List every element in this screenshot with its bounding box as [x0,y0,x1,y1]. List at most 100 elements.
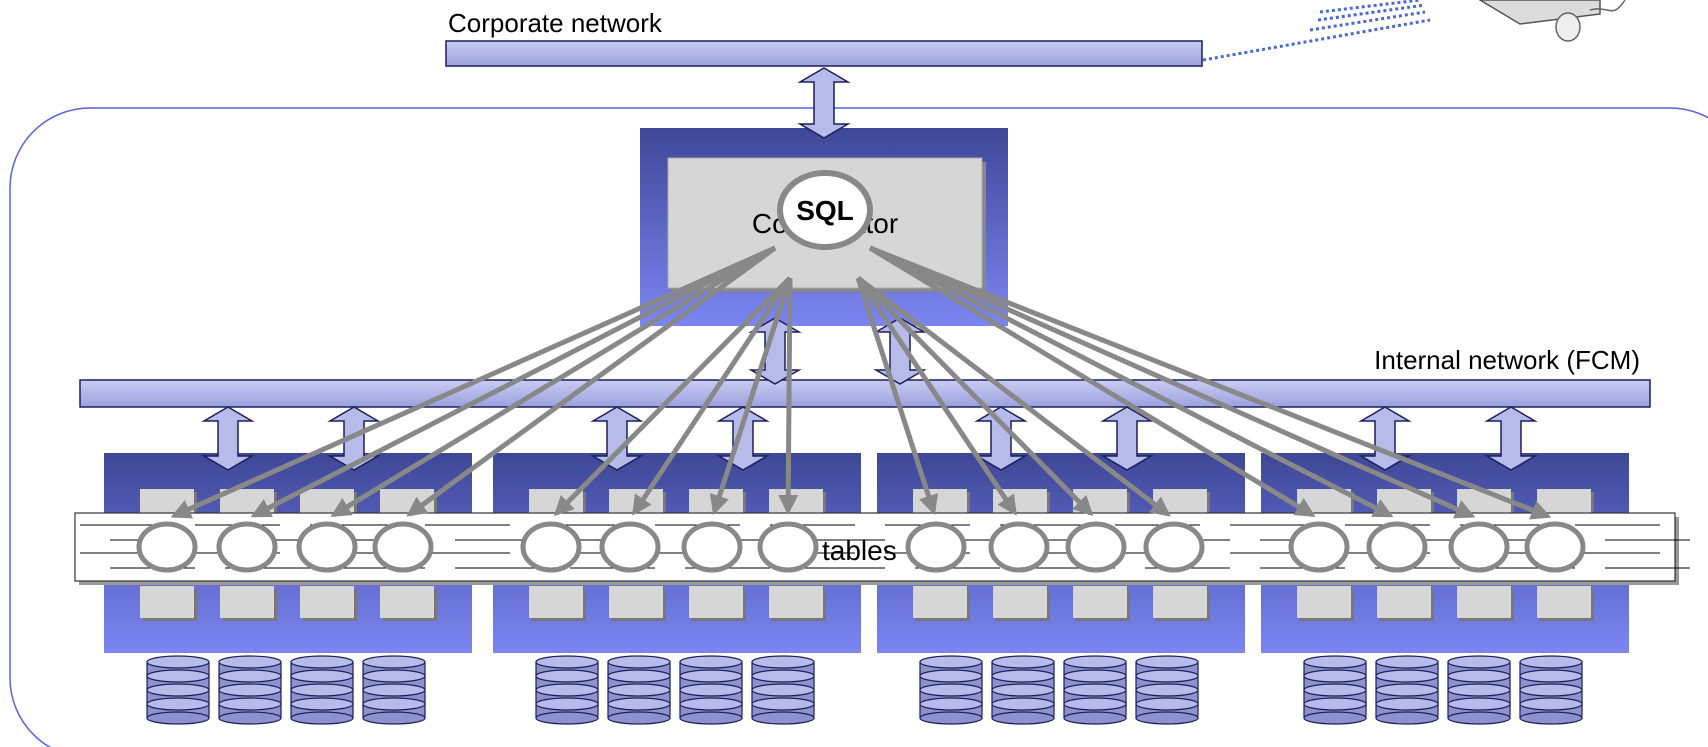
disk-platter-top [535,683,599,697]
partition-connector [1484,406,1538,471]
disk-platter-top [751,655,815,669]
sql-label: SQL [796,195,854,226]
sql-dispatch-arrow [778,277,799,516]
disk-icon [1375,655,1439,725]
client-computer-icon [1478,0,1626,42]
corporate-coordinator-connector [797,67,851,139]
disk-platter-top [535,655,599,669]
disk-icon [751,655,815,725]
cpu-lower [913,586,967,618]
disk-icon [362,655,426,725]
tables-label: tables [822,535,897,566]
sql-agent [136,521,198,573]
disk-platter-top [1303,655,1367,669]
disk-icon [991,655,1055,725]
disk-base [919,711,983,725]
corporate-network-label: Corporate network [448,8,663,38]
sql-bubble: SQL [777,170,873,250]
partition-connector [201,406,255,471]
sql-dispatch-arrow [709,277,793,516]
disk-platter-top [1063,683,1127,697]
disk-platter-top [679,669,743,683]
cpu-lower [609,586,663,618]
cpu-lower [1537,586,1591,618]
sql-dispatch-arrow [553,276,792,517]
disk-platter-top [146,655,210,669]
corporate-network-bar [445,40,1203,67]
sql-agent [1524,521,1586,573]
cpu-lower [1457,586,1511,618]
sql-agent [1448,521,1510,573]
sql-agent [1288,521,1350,573]
cpu-lower [689,586,743,618]
cpu-lower [140,586,194,618]
disk-platter-top [290,655,354,669]
disk-icon [290,655,354,725]
sql-dispatch-arrow [869,245,1552,520]
disk-platter-top [919,669,983,683]
disk-base [1303,711,1367,725]
disk-platter-top [218,655,282,669]
sql-dispatch-arrow [855,276,1017,516]
disk-platter-top [290,683,354,697]
disk-base [1135,711,1199,725]
disk-platter-top [1303,669,1367,683]
disk-platter-top [218,697,282,711]
partition-connector [1100,406,1154,471]
disk-platter-top [991,697,1055,711]
sql-dispatch-arrows [170,245,1552,520]
disk-icon [1303,655,1367,725]
disk-platter-top [218,669,282,683]
sql-dispatch-arrow [330,245,777,517]
disk-platter-top [535,669,599,683]
cpu-lower [529,586,583,618]
disk-base [290,711,354,725]
disk-platter-top [1447,683,1511,697]
disk-platter-top [1447,669,1511,683]
disk-base [146,711,210,725]
disk-platter-top [362,697,426,711]
disk-icon [1135,655,1199,725]
disk-platter-top [146,669,210,683]
disk-icon [607,655,671,725]
cpu-lower [1153,586,1207,618]
disk-icon [679,655,743,725]
disk-platter-top [218,683,282,697]
sql-dispatch-arrow [868,245,1316,518]
disk-platter-top [1063,655,1127,669]
cpu-lower [380,586,434,618]
cpu-lower [993,586,1047,618]
disk-platter-top [146,683,210,697]
network-connectors [201,67,1538,471]
partition-connector [974,406,1028,471]
sql-dispatch-arrow [250,245,777,518]
disk-base [1447,711,1511,725]
sql-agent [1366,521,1428,573]
disk-platter-top [1135,669,1199,683]
disk-platter-top [679,655,743,669]
disk-platter-top [1303,697,1367,711]
disk-icon [1447,655,1511,725]
disk-icon [535,655,599,725]
sql-dispatch-arrow [856,276,1094,517]
internal-network-bar [79,379,1651,408]
disk-base [751,711,815,725]
disk-platter-top [751,683,815,697]
sql-agent [216,521,278,573]
sql-agent [757,521,819,573]
disk-base [607,711,671,725]
sql-agent [1143,521,1205,573]
disk-icon [1063,655,1127,725]
sql-dispatch-arrow [855,277,939,516]
disk-arrays [146,655,1583,725]
partition-connector [1358,406,1412,471]
wireless-link [1202,0,1431,62]
disk-platter-top [146,697,210,711]
sql-dispatch-arrow [170,245,777,519]
disk-base [1519,711,1583,725]
disk-base [218,711,282,725]
disk-base [1375,711,1439,725]
disk-platter-top [607,683,671,697]
disk-platter-top [1447,655,1511,669]
disk-platter-top [290,697,354,711]
